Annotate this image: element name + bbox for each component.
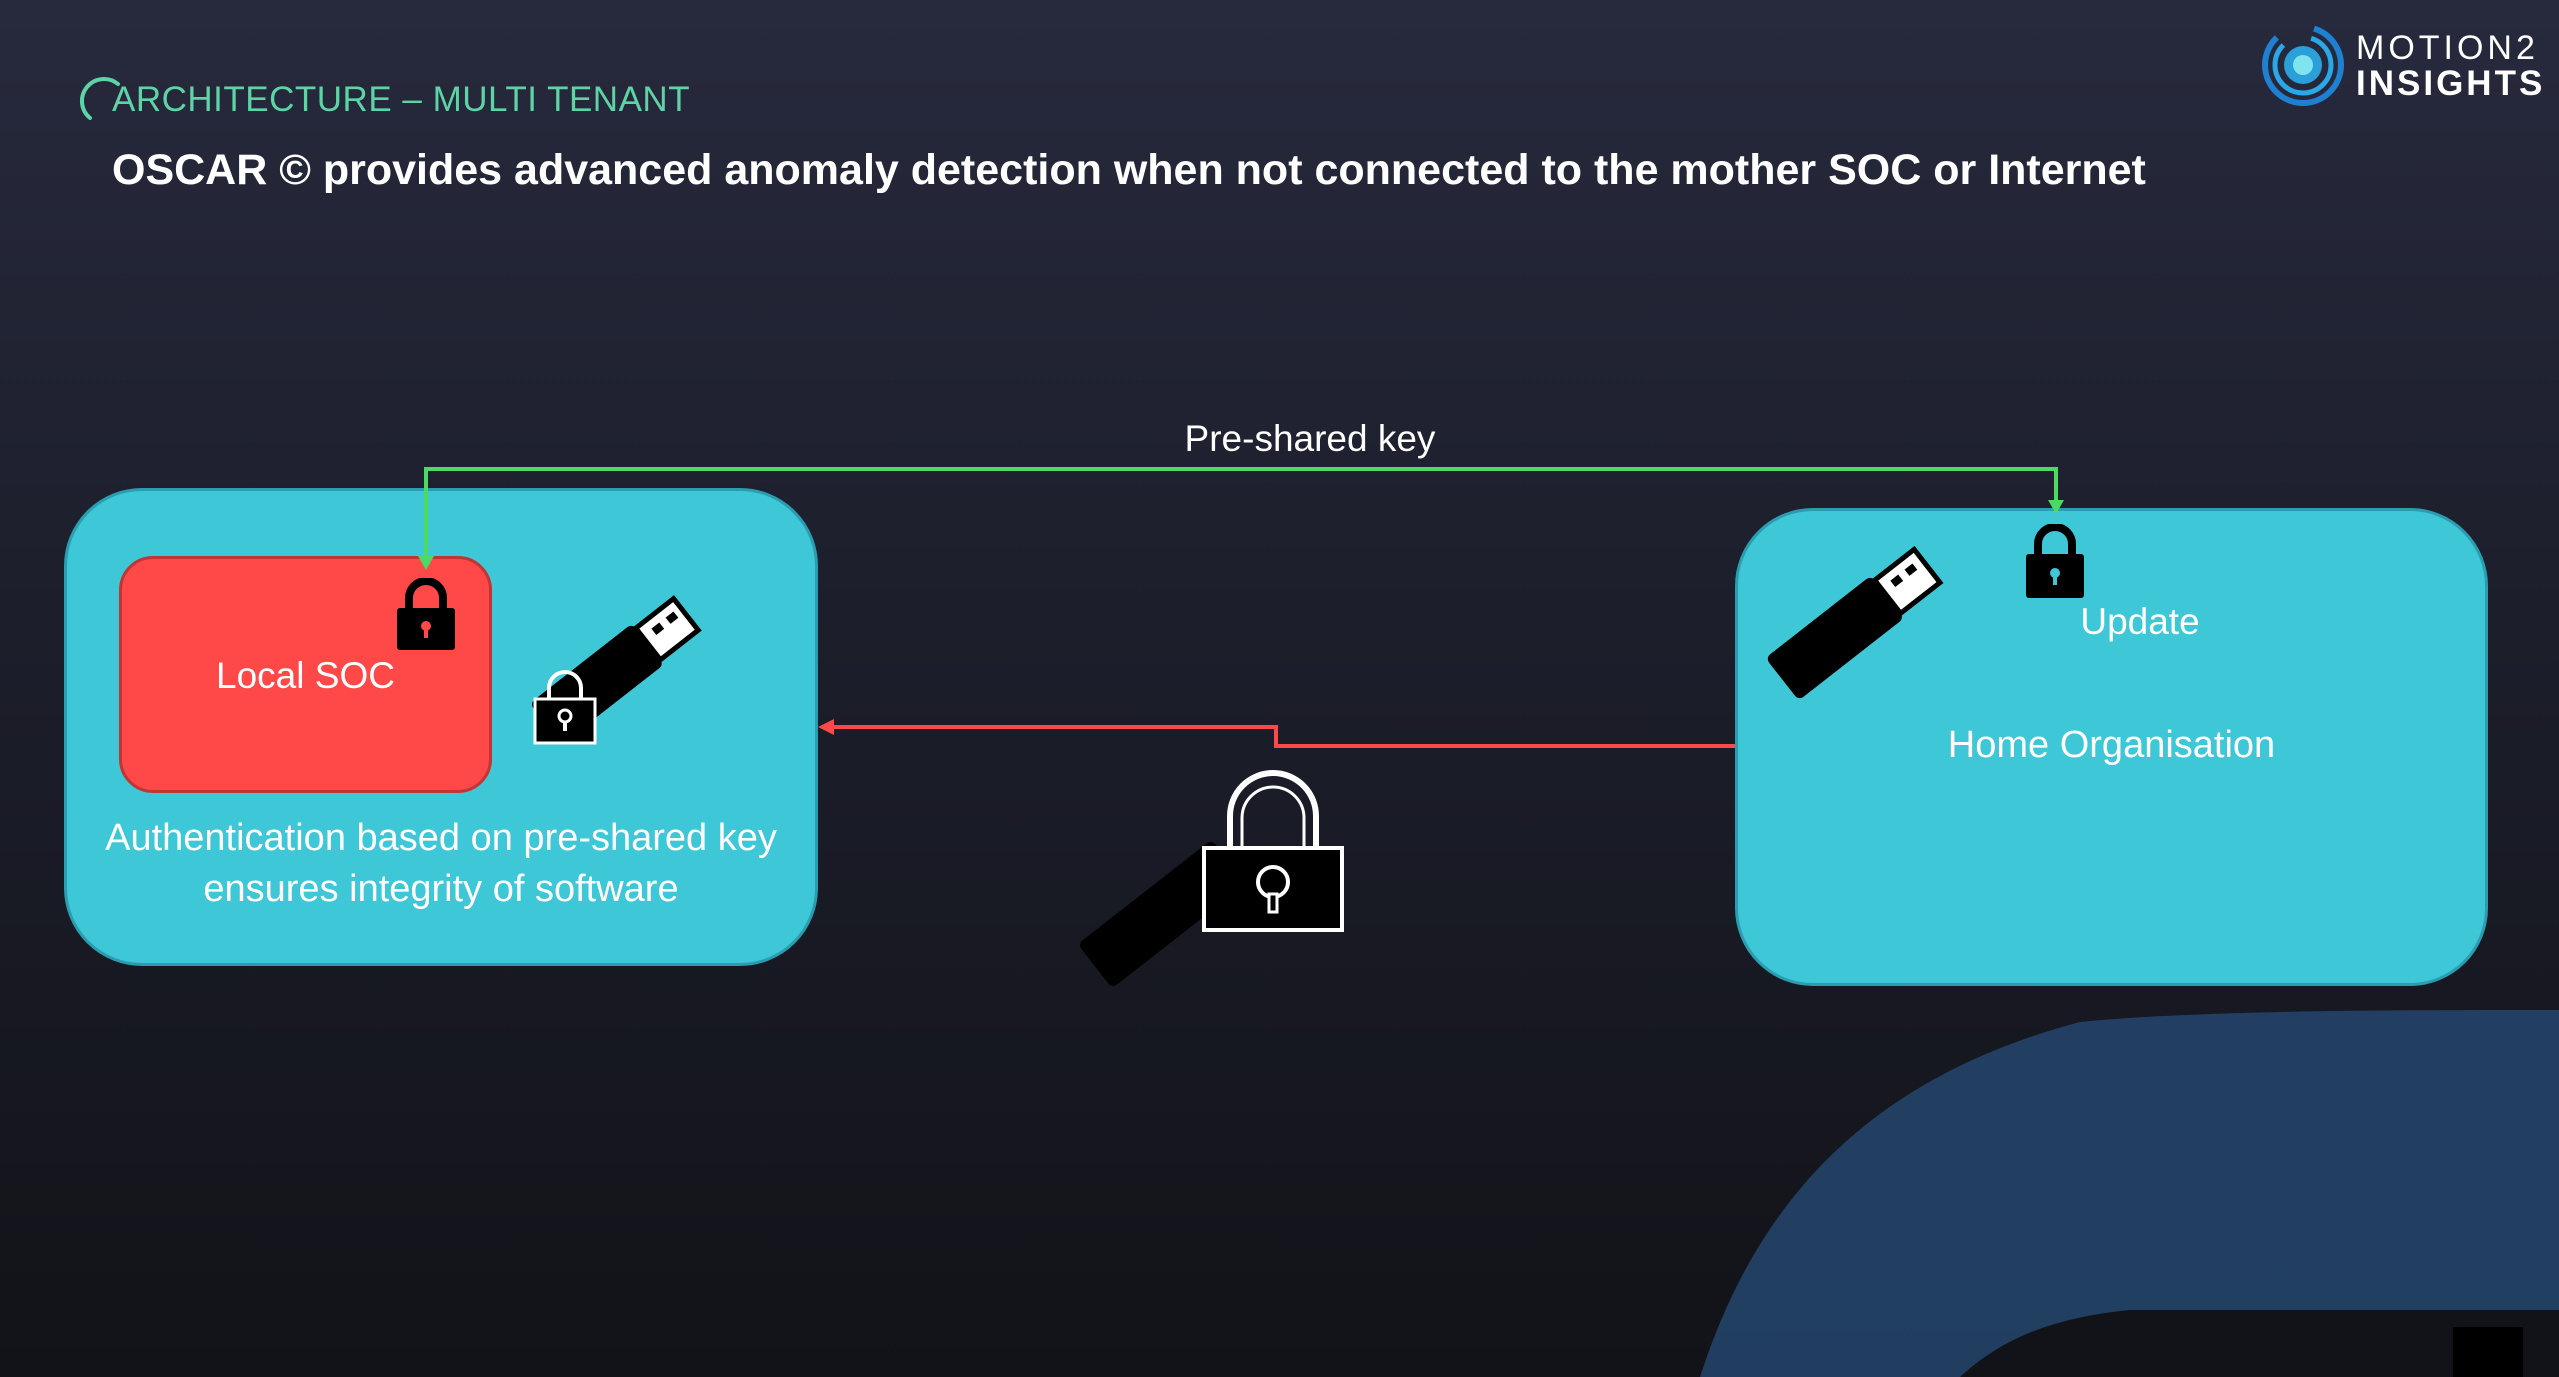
update-label: Update (2080, 601, 2200, 642)
lock-icon (397, 578, 455, 650)
company-logo: MOTION2 INSIGHTS (2258, 20, 2542, 110)
home-organisation-label: Home Organisation (1947, 724, 2276, 766)
logo-icon (2262, 24, 2344, 106)
pre-shared-key-label: Pre-shared key (1184, 418, 1436, 459)
auth-text-line2: ensures integrity of software (203, 868, 679, 910)
authentication-description: Authentication based on pre-shared key e… (64, 813, 818, 915)
section-title: ARCHITECTURE – MULTI TENANT (112, 80, 691, 119)
corner-square (2453, 1327, 2523, 1377)
page-title: OSCAR © provides advanced anomaly detect… (112, 146, 2146, 194)
lock-icon (2026, 524, 2084, 598)
lock-icon (533, 670, 597, 745)
usb-drive-icon (1767, 545, 1944, 699)
lock-icon (1202, 770, 1344, 932)
section-arc-icon (79, 76, 120, 120)
local-soc-label: Local SOC (216, 655, 395, 696)
auth-text-line1: Authentication based on pre-shared key (105, 817, 777, 859)
logo-line1: MOTION2 (2356, 29, 2539, 67)
right-panel (1735, 508, 2488, 986)
local-soc-box: Local SOC (119, 556, 492, 793)
logo-line2: INSIGHTS (2356, 64, 2546, 103)
